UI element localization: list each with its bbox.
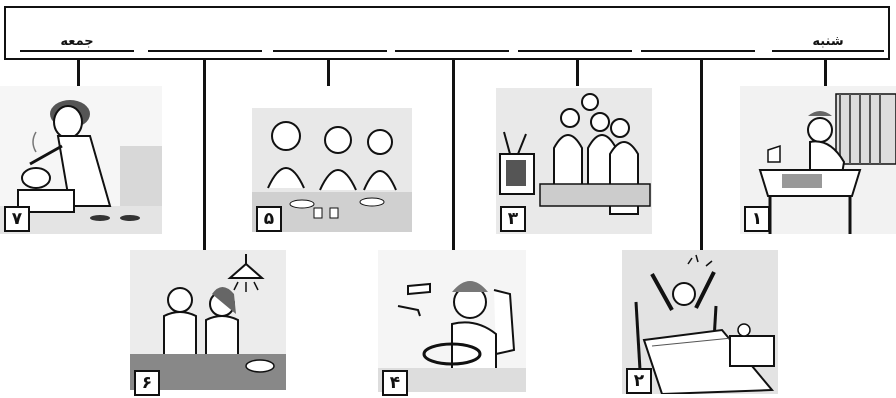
- picture-6[interactable]: [130, 250, 286, 390]
- picture-number-7: ۷: [4, 206, 30, 232]
- couple-cooking-icon: [130, 250, 286, 390]
- day-label-saturday: شنبه: [810, 34, 845, 49]
- connector-line: [700, 60, 703, 250]
- day-blank-3[interactable]: [273, 30, 387, 52]
- picture-number-2: ۲: [626, 368, 652, 394]
- connector-line: [824, 60, 827, 86]
- day-blank-5[interactable]: [518, 30, 632, 52]
- day-blank-4[interactable]: [395, 30, 509, 52]
- picture-number-6: ۶: [134, 370, 160, 396]
- connector-line: [576, 60, 579, 86]
- picture-number-1: ۱: [744, 206, 770, 232]
- day-blank-6[interactable]: [641, 30, 755, 52]
- picture-number-5: ۵: [256, 206, 282, 232]
- day-label-friday: جمعه: [58, 34, 95, 49]
- picture-number-3: ۳: [500, 206, 526, 232]
- connector-line: [203, 60, 206, 250]
- day-blank-friday[interactable]: جمعه: [20, 30, 134, 52]
- day-blank-saturday[interactable]: شنبه: [772, 30, 884, 52]
- connector-line: [77, 60, 80, 86]
- picture-number-4: ۴: [382, 370, 408, 396]
- connector-line: [327, 60, 330, 86]
- day-blank-2[interactable]: [148, 30, 262, 52]
- connector-line: [452, 60, 455, 250]
